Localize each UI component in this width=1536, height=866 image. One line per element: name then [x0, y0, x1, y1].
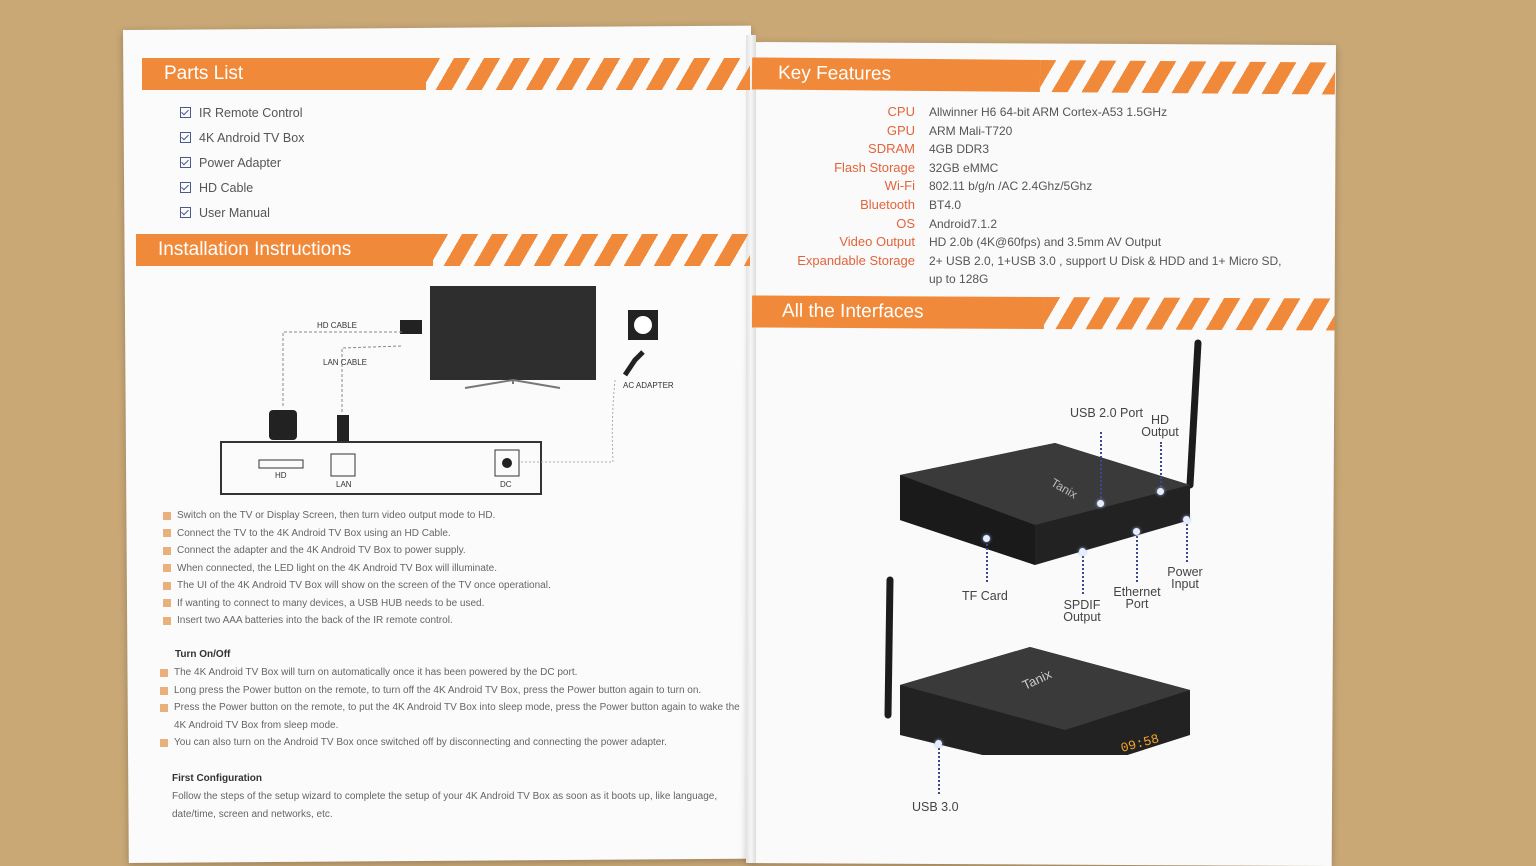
connection-diagram: HD CABLE LAN CABLE HD LAN DC AC ADAPTER [220, 286, 674, 495]
hd-port-label: HD [275, 471, 287, 480]
list-item: If wanting to connect to many devices, a… [163, 595, 551, 613]
checkbox-icon [180, 107, 191, 118]
key-features-banner: Key Features [751, 57, 1336, 95]
bullet-icon [163, 616, 171, 625]
installation-banner: Installation Instructions [136, 234, 750, 266]
bullet-icon [163, 529, 171, 538]
bullet-icon [160, 739, 168, 747]
bullet-icon [160, 686, 168, 695]
list-item: Power Adapter [180, 150, 304, 175]
banner-stripes [1043, 297, 1336, 331]
bullet-icon [163, 546, 171, 555]
list-item: User Manual [180, 200, 304, 225]
banner-stripes [432, 234, 750, 266]
lan-cable-label: LAN CABLE [323, 358, 367, 367]
list-item: The 4K Android TV Box will turn on autom… [160, 664, 740, 682]
dc-port-icon [494, 449, 520, 477]
power-input-label: Power Input [1167, 565, 1203, 591]
tv-box-outline [220, 441, 542, 495]
installation-steps: Switch on the TV or Display Screen, then… [163, 507, 551, 630]
parts-list-title: Parts List [142, 58, 426, 90]
list-item: IR Remote Control [180, 100, 304, 125]
hdmi-connector-icon [269, 410, 297, 440]
checkbox-icon [180, 157, 191, 168]
list-item: Long press the Power button on the remot… [160, 682, 740, 700]
parts-list-banner: Parts List [142, 58, 750, 90]
lan-port-label: LAN [336, 480, 352, 489]
antenna-icon [884, 576, 894, 719]
list-item: You can also turn on the Android TV Box … [160, 734, 740, 752]
usb2-port-dot [1097, 500, 1104, 507]
turn-on-off-list: The 4K Android TV Box will turn on autom… [160, 664, 740, 752]
interfaces-title: All the Interfaces [751, 295, 1045, 330]
bullet-icon [163, 511, 171, 520]
usb3-label: USB 3.0 [912, 800, 959, 814]
lan-connector-icon [337, 415, 349, 441]
usb2-label: USB 2.0 Port [1070, 406, 1143, 420]
bullet-icon [163, 581, 171, 590]
ethernet-dot [1133, 528, 1140, 535]
page-fold [746, 35, 756, 863]
first-configuration-title: First Configuration [172, 773, 262, 784]
list-item: Connect the TV to the 4K Android TV Box … [163, 525, 551, 543]
hd-port-icon [258, 459, 304, 469]
lan-cable-line [341, 345, 402, 412]
first-configuration-text: Follow the steps of the setup wizard to … [172, 791, 718, 820]
banner-stripes [424, 58, 750, 90]
ac-plug-icon [622, 350, 645, 377]
bullet-icon [163, 564, 171, 573]
antenna-icon [1186, 339, 1202, 489]
usb3-dot [935, 740, 942, 747]
power-cable-line [521, 379, 616, 463]
list-item: Press the Power button on the remote, to… [160, 699, 740, 734]
bullet-icon [163, 599, 171, 608]
list-item: When connected, the LED light on the 4K … [163, 560, 551, 578]
lan-port-icon [330, 453, 356, 477]
hd-plug-icon [400, 320, 422, 334]
tf-card-dot [983, 535, 990, 542]
list-item: HD Cable [180, 175, 304, 200]
parts-list: IR Remote Control 4K Android TV Box Powe… [180, 100, 304, 225]
checkbox-icon [180, 182, 191, 193]
bullet-icon [160, 704, 168, 712]
hd-output-label: HD Output [1141, 413, 1179, 439]
checkbox-icon [180, 132, 191, 143]
tv-screen [430, 286, 596, 380]
ethernet-label: Ethernet Port [1113, 585, 1161, 611]
hd-cable-label: HD CABLE [317, 321, 357, 330]
list-item: 4K Android TV Box [180, 125, 304, 150]
list-item: Connect the adapter and the 4K Android T… [163, 542, 551, 560]
interfaces-banner: All the Interfaces [751, 295, 1336, 331]
power-input-dot [1183, 516, 1190, 523]
key-features-title: Key Features [751, 57, 1041, 92]
hd-output-dot [1157, 488, 1164, 495]
checkbox-icon [180, 207, 191, 218]
spdif-dot [1079, 548, 1086, 555]
tf-card-label: TF Card [962, 589, 1008, 603]
list-item: Switch on the TV or Display Screen, then… [163, 507, 551, 525]
banner-stripes [1039, 59, 1336, 95]
ac-adapter-label: AC ADAPTER [623, 381, 674, 390]
installation-title: Installation Instructions [136, 234, 433, 266]
list-item: Insert two AAA batteries into the back o… [163, 612, 551, 630]
spdif-label: SPDIF Output [1063, 598, 1101, 624]
list-item: The UI of the 4K Android TV Box will sho… [163, 577, 551, 595]
bullet-icon [160, 669, 168, 677]
tv-box-illustration: Tanix Tanix 09:58 [884, 339, 1202, 755]
dc-port-label: DC [500, 480, 512, 489]
turn-on-off-title: Turn On/Off [175, 649, 231, 660]
